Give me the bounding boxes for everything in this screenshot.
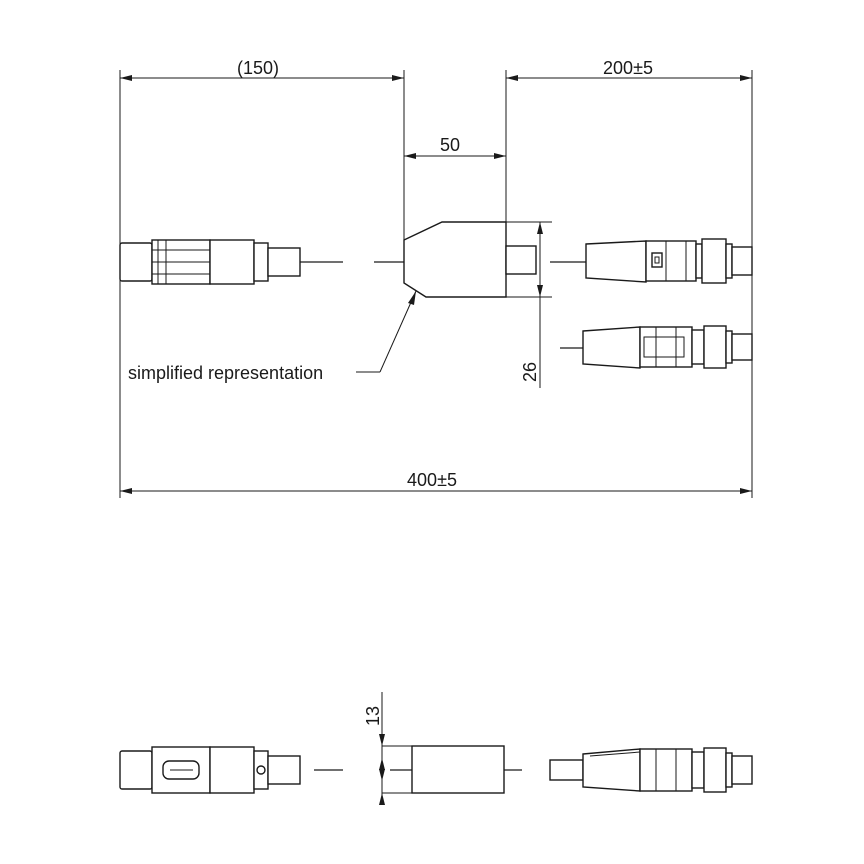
extension-lines-top — [119, 70, 753, 498]
body-simplified-top — [403, 221, 537, 298]
dimension-total-length: 400±5 — [120, 470, 752, 494]
leader-simplified — [356, 290, 417, 373]
left-connector-side — [119, 746, 343, 794]
right-length-label: 200±5 — [603, 58, 653, 78]
dimension-right-length: 200±5 — [506, 58, 752, 81]
dimension-body-length: 50 — [404, 135, 506, 159]
body-height-label: 13 — [363, 706, 383, 726]
left-length-label: (150) — [237, 58, 279, 78]
total-length-label: 400±5 — [407, 470, 457, 490]
dimension-left-length: (150) — [120, 58, 404, 81]
right-connector-alt — [560, 325, 753, 369]
body-length-label: 50 — [440, 135, 460, 155]
dimension-body-width: 26 — [520, 222, 543, 382]
right-connector-side — [549, 747, 753, 793]
left-connector-top — [119, 239, 343, 285]
simplified-representation-label: simplified representation — [128, 363, 323, 383]
right-connector-top — [550, 238, 753, 284]
dimension-body-height: 13 — [363, 692, 412, 805]
body-width-label: 26 — [520, 362, 540, 382]
body-side — [411, 745, 505, 794]
